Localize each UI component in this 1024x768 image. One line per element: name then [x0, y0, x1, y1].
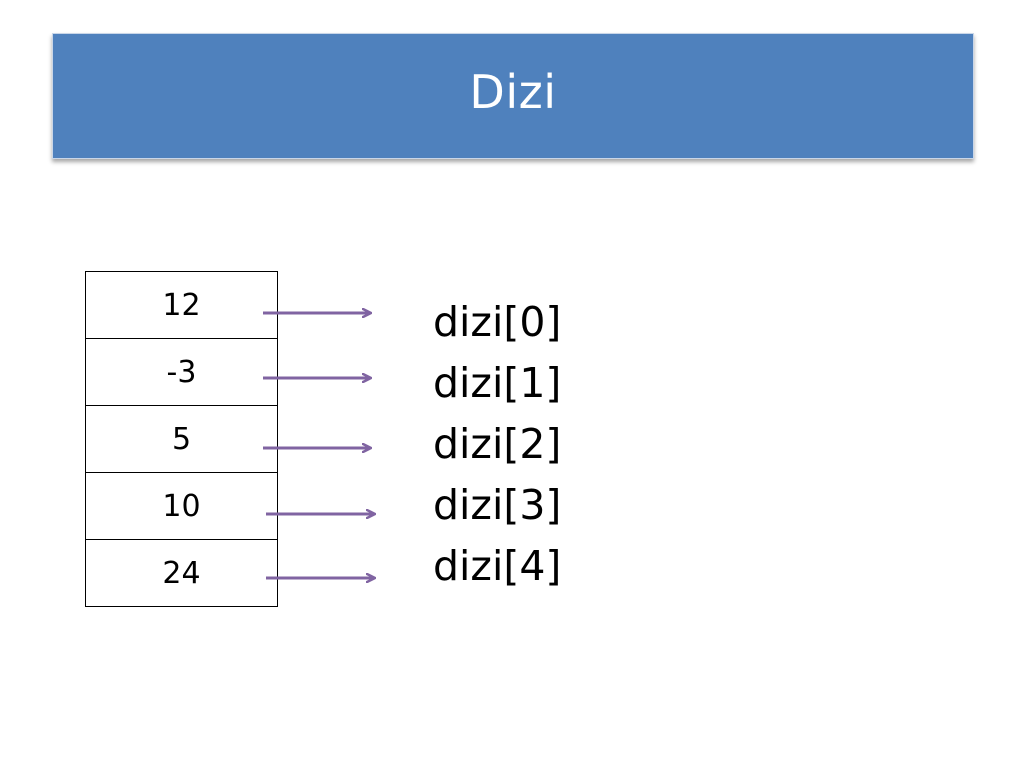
array-row: -3: [85, 338, 278, 406]
slide-title: Dizi: [469, 65, 557, 119]
array-row: 10: [85, 472, 278, 540]
array-memory-table: 12 -3 5 10 24: [85, 271, 278, 607]
index-label-4: dizi[4]: [433, 542, 562, 590]
index-label-3: dizi[3]: [433, 481, 562, 529]
index-label-1: dizi[1]: [433, 359, 562, 407]
array-cell-0: 12: [85, 271, 278, 339]
index-label-0: dizi[0]: [433, 298, 562, 346]
array-cell-3: 10: [85, 472, 278, 540]
array-row: 12: [85, 271, 278, 339]
array-row: 24: [85, 539, 278, 607]
index-label-2: dizi[2]: [433, 420, 562, 468]
array-cell-2: 5: [85, 405, 278, 473]
array-cell-4: 24: [85, 539, 278, 607]
array-row: 5: [85, 405, 278, 473]
index-label-list: dizi[0] dizi[1] dizi[2] dizi[3] dizi[4]: [433, 292, 561, 597]
array-cell-1: -3: [85, 338, 278, 406]
title-bar: Dizi: [52, 33, 974, 159]
